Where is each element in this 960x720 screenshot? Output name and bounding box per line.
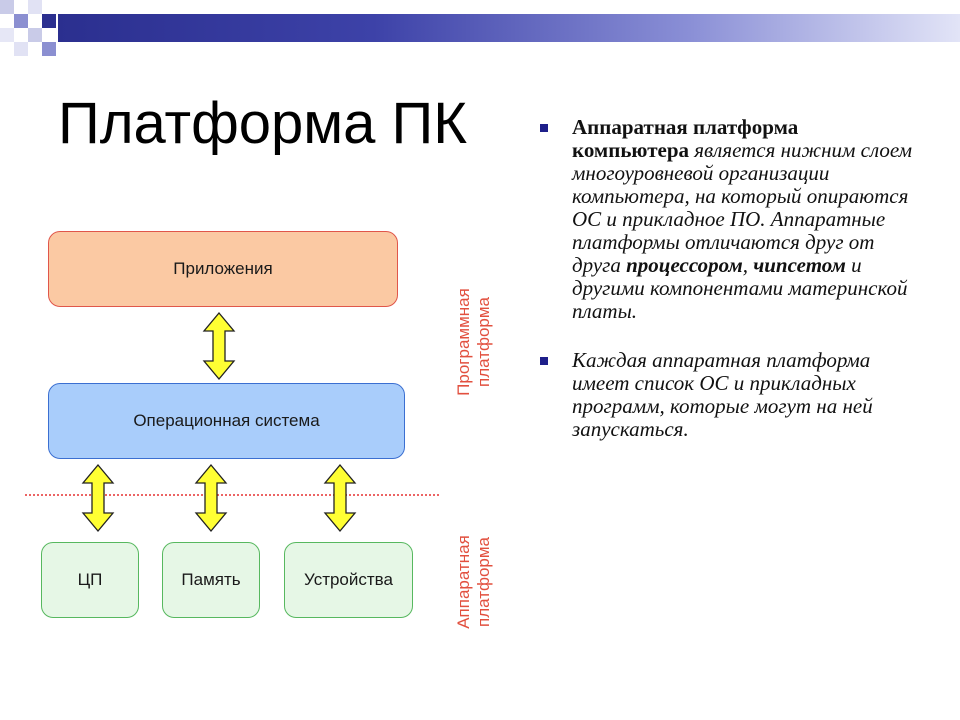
header-gradient-bar [58, 14, 960, 42]
arrow-os-memory [194, 463, 228, 533]
decorative-squares [0, 0, 60, 60]
bullet-text: является нижним слоем многоуровневой орг… [572, 138, 913, 277]
cpu-box: ЦП [41, 542, 139, 618]
bullet-square-icon [540, 357, 548, 365]
applications-box: Приложения [48, 231, 398, 307]
bullet-item: Каждая аппаратная платформа имеет список… [540, 349, 920, 441]
hardware-platform-label-line1: Аппаратная [454, 535, 473, 629]
bullet-text: и другими компонентами материнской платы… [572, 253, 908, 323]
arrow-apps-os [202, 311, 236, 381]
arrow-os-cpu [81, 463, 115, 533]
slide-title: Платформа ПК [58, 91, 468, 156]
hardware-platform-label-line2: платформа [474, 536, 493, 628]
decor-square [14, 42, 28, 56]
bold-term-processor: процессором [626, 253, 743, 277]
software-platform-label-line2: платформа [474, 296, 493, 388]
software-platform-label: Программная платформа [454, 262, 496, 422]
decor-square [0, 0, 14, 14]
bold-term-chipset: чипсетом [753, 253, 846, 277]
decor-square [42, 14, 56, 28]
arrow-os-devices [323, 463, 357, 533]
decor-square [0, 28, 14, 42]
bullet-list: Аппаратная платформа компьютера является… [540, 116, 920, 441]
devices-box: Устройства [284, 542, 413, 618]
bold-term: Аппаратная платформа компьютера [572, 115, 799, 162]
hardware-platform-label: Аппаратная платформа [454, 512, 496, 652]
bullet-text-comma: , [742, 253, 754, 277]
decor-square [14, 14, 28, 28]
decor-square [28, 0, 42, 14]
decor-square [42, 42, 56, 56]
decor-square [28, 28, 42, 42]
bullet-item: Аппаратная платформа компьютера является… [540, 116, 920, 323]
bullet-square-icon [540, 124, 548, 132]
bullet-text: Каждая аппаратная платформа имеет список… [572, 348, 873, 441]
memory-box: Память [162, 542, 260, 618]
software-platform-label-line1: Программная [454, 288, 473, 396]
operating-system-box: Операционная система [48, 383, 405, 459]
